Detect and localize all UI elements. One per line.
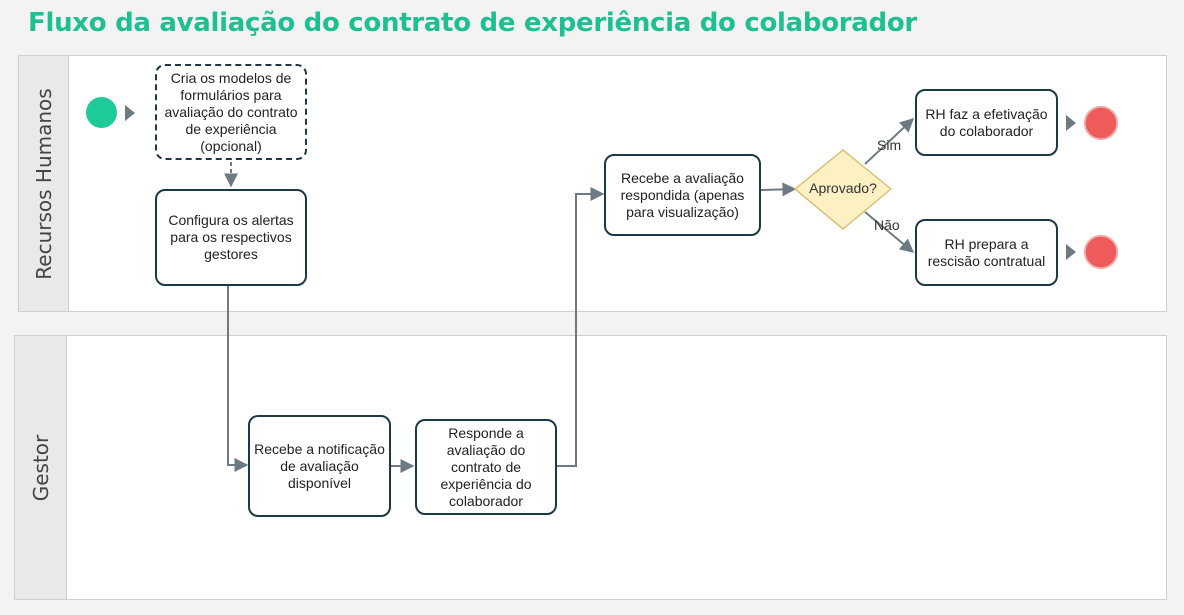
gateway-approved	[793, 149, 893, 230]
task-recebe-notificacao[interactable]: Recebe a notificação de avaliação dispon…	[248, 415, 391, 517]
flow-label-no: Não	[874, 217, 900, 233]
diagram-title: Fluxo da avaliação do contrato de experi…	[28, 8, 917, 38]
flow-recebe-to-gateway	[760, 182, 797, 197]
end-event-efetivacao	[1084, 106, 1118, 140]
task-cria-modelos[interactable]: Cria os modelos de formulários para aval…	[155, 64, 307, 160]
gateway-label: Aprovado?	[809, 180, 877, 196]
flow-gateway-no	[864, 211, 915, 253]
lane-header-gestor: Gestor	[14, 335, 68, 600]
start-event	[86, 97, 117, 128]
task-configura-alertas[interactable]: Configura os alertas para os respectivos…	[155, 189, 307, 286]
end-arrow-icon-yes	[1066, 115, 1076, 131]
flow-label-yes: Sim	[877, 137, 902, 153]
end-event-rescisao	[1084, 235, 1118, 269]
task-recebe-avaliacao[interactable]: Recebe a avaliação respondida (apenas pa…	[604, 154, 761, 236]
start-arrow-icon	[125, 105, 135, 121]
flow-configura-to-notificacao	[227, 286, 249, 472]
end-arrow-icon-no	[1066, 244, 1076, 260]
task-efetivacao[interactable]: RH faz a efetivação do colaborador	[915, 89, 1058, 156]
task-rescisao[interactable]: RH prepara a rescisão contratual	[915, 219, 1058, 286]
task-responde-avaliacao[interactable]: Responde a avaliação do contrato de expe…	[415, 419, 557, 515]
lane-header-rh: Recursos Humanos	[18, 55, 69, 312]
flow-responde-to-recebe	[557, 187, 605, 467]
flow-gateway-yes	[864, 118, 915, 165]
